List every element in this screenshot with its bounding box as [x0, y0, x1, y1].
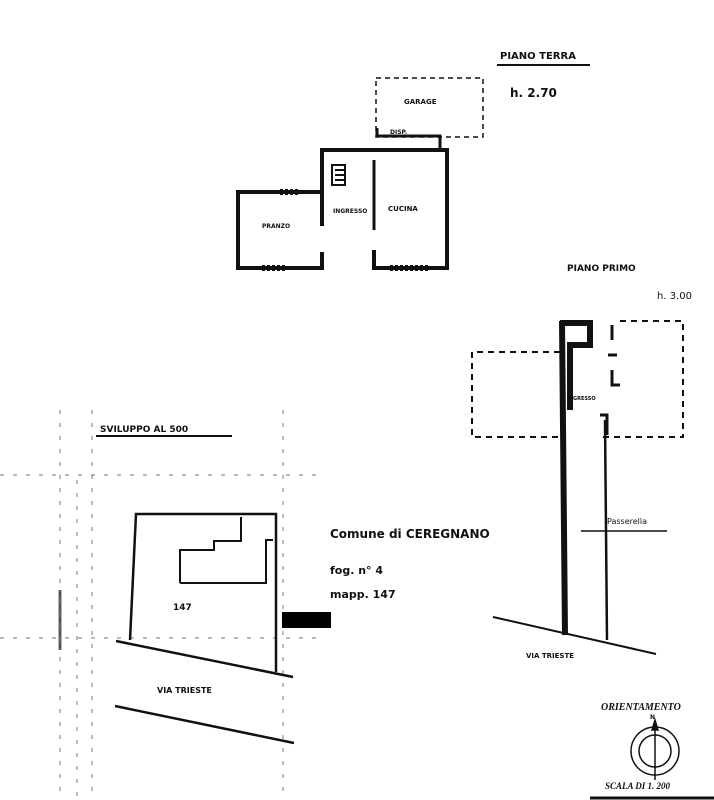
orientation-label: ORIENTAMENTO [601, 702, 681, 713]
compass [630, 717, 680, 780]
first-floor-plan [471, 320, 684, 655]
room-dining: PRANZO [262, 223, 291, 230]
parcel-boundary [128, 512, 278, 672]
room-entrance: INGRESSO [333, 208, 368, 215]
site-plan [114, 512, 295, 745]
room-garage: GARAGE [404, 98, 437, 106]
walkway-wall [603, 419, 609, 641]
ground-floor-plan [236, 77, 484, 271]
foglio-label: fog. n° 4 [330, 564, 384, 577]
site-street: VIA TRIESTE [157, 686, 212, 695]
left-room-walls [236, 190, 324, 270]
dashed-left-area [471, 351, 560, 438]
first-floor-street: VIA TRIESTE [526, 652, 575, 660]
mappale-label: mapp. 147 [330, 588, 396, 601]
room-storage: DISP. [390, 129, 408, 136]
dashed-right-area [598, 320, 684, 438]
stair-block [560, 320, 593, 410]
first-floor-title: PIANO PRIMO [567, 264, 636, 274]
entry-walls [320, 148, 449, 270]
scan-gridlines [0, 410, 320, 800]
comune-label: Comune di CEREGNANO [330, 527, 490, 541]
ground-floor-height: h. 2.70 [510, 86, 557, 100]
north-label: N [650, 714, 656, 721]
parcel-number: 147 [173, 603, 192, 613]
first-floor-room: INGRESSO [567, 396, 596, 402]
street-edge-south [114, 704, 295, 745]
site-plan-title: SVILUPPO AL 500 [100, 425, 189, 435]
redaction-block [282, 612, 331, 628]
street-edge-north [115, 639, 294, 679]
storage-wall [375, 128, 442, 150]
stair [331, 164, 346, 186]
walkway-label: Passerella [607, 517, 648, 526]
room-kitchen: CUCINA [388, 205, 418, 213]
building-footprint [179, 517, 273, 584]
ground-floor-title: PIANO TERRA [500, 51, 576, 62]
main-wall [559, 320, 568, 636]
scale-label: SCALA DI 1. 200 [605, 781, 671, 791]
street-edge [492, 616, 657, 655]
first-floor-height: h. 3.00 [657, 291, 692, 302]
